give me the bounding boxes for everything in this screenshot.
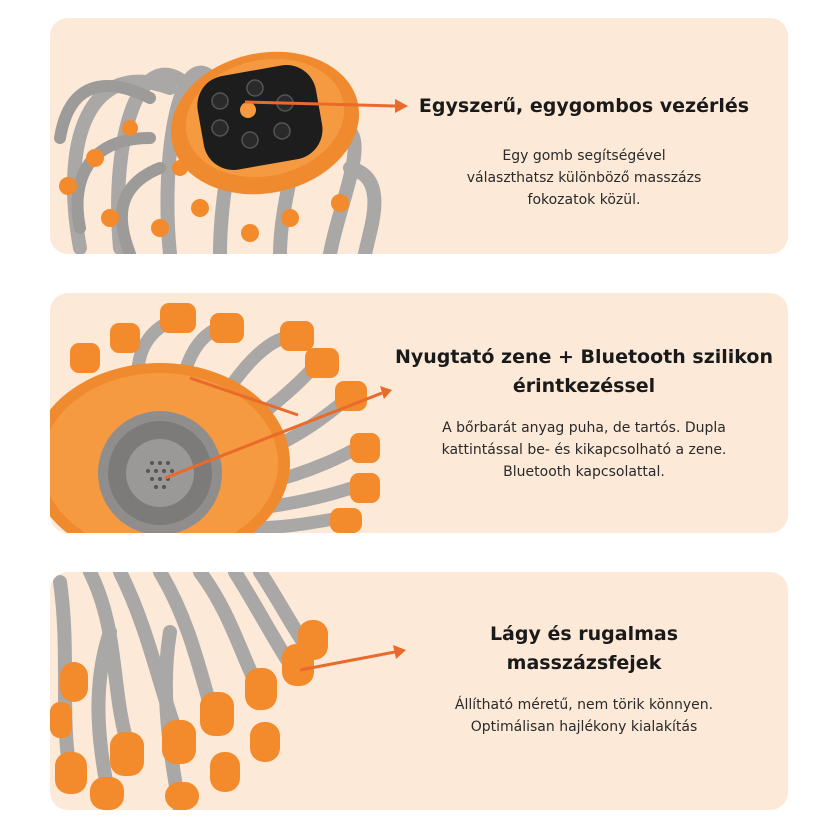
feature-title: Nyugtató zene + Bluetooth szilikon érint…	[394, 346, 773, 397]
feature-title: Egyszerű, egygombos vezérlés	[418, 95, 750, 117]
feature-description: Állítható méretű, nem törik könnyen. Opt…	[454, 697, 714, 735]
feature-card-control: Egyszerű, egygombos vezérlés Egy gomb se…	[50, 18, 788, 254]
massager-silicone-heads-photo	[50, 572, 390, 810]
feature-card-bluetooth: Nyugtató zene + Bluetooth szilikon érint…	[50, 293, 788, 533]
feature-description: Egy gomb segítségével választhatsz külön…	[466, 148, 702, 208]
massager-speaker-icon	[50, 303, 380, 533]
massager-control-panel-photo	[50, 18, 390, 254]
massager-control-panel-icon	[54, 51, 382, 254]
feature-description: A bőrbarát anyag puha, de tartós. Dupla …	[441, 420, 727, 480]
feature-title: Lágy és rugalmas masszázsfejek	[489, 623, 679, 674]
massager-silicone-heads-icon	[50, 572, 328, 810]
massager-speaker-photo	[50, 293, 390, 533]
feature-card-heads: Lágy és rugalmas masszázsfejek Állítható…	[50, 572, 788, 810]
